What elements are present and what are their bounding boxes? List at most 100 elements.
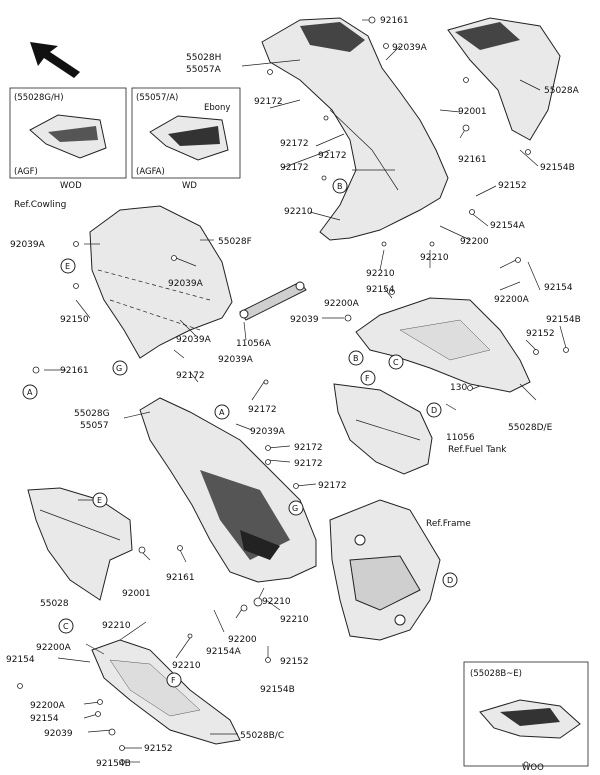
- svg-text:B: B: [353, 354, 359, 363]
- inset-mid-box: (55057/A) Ebony (AGFA) WD: [131, 87, 241, 191]
- callout-D-low: D: [442, 572, 458, 588]
- inset-mid-note2: Ebony: [204, 103, 230, 113]
- label-92154A-top: 92154A: [490, 221, 526, 231]
- inset-left-caption: WOD: [60, 181, 82, 191]
- label-92200A-b: 92200A: [494, 295, 530, 305]
- ref-fuel-tank: Ref.Fuel Tank: [448, 445, 507, 455]
- label-92210-a: 92210: [284, 207, 313, 217]
- label-55028DE: 55028D/E: [508, 423, 553, 433]
- callout-G-low: G: [288, 500, 304, 516]
- svg-text:G: G: [292, 504, 298, 513]
- callout-B-top: B: [332, 178, 348, 194]
- svg-text:G: G: [116, 364, 122, 373]
- svg-text:A: A: [219, 408, 225, 417]
- inset-bottom-caption: WOO: [522, 763, 544, 773]
- side-panel-55028G: [139, 397, 317, 583]
- upper-fairing: [261, 17, 449, 241]
- label-92001-low: 92001: [122, 589, 151, 599]
- label-92200-top: 92200: [460, 237, 489, 247]
- label-92172-b: 92172: [280, 139, 309, 149]
- label-92039A-low2: 92039A: [218, 355, 254, 365]
- inset-left-note: (AGF): [14, 167, 38, 177]
- label-92039A-top: 92039A: [392, 43, 428, 53]
- svg-text:F: F: [365, 374, 370, 383]
- callout-B-mid: B: [348, 350, 364, 366]
- callout-A-mid: A: [214, 404, 230, 420]
- inset-mid-code: (55057/A): [136, 93, 178, 103]
- label-92039A-low1: 92039A: [176, 335, 212, 345]
- callout-G: G: [112, 360, 128, 376]
- label-92001-top: 92001: [458, 107, 487, 117]
- label-92210-b: 92210: [366, 269, 395, 279]
- inset-bottom-box: (55028B~E) WOO: [463, 661, 589, 773]
- callout-E-low: F: [166, 672, 182, 688]
- label-92154B-low: 92154B: [96, 759, 131, 769]
- label-92172-c: 92172: [318, 151, 347, 161]
- label-130: 130: [450, 383, 467, 393]
- label-92210-right: 92210: [280, 615, 309, 625]
- label-92210-d: 92210: [262, 597, 291, 607]
- label-55028H: 55028H: [186, 53, 221, 63]
- label-92161-low: 92161: [166, 573, 195, 583]
- label-92172-h: 92172: [294, 459, 323, 469]
- label-92154B-top: 92154B: [540, 163, 575, 173]
- label-92172-e: 92172: [176, 371, 205, 381]
- inset-left-box: (55028G/H) (AGF) WOD: [9, 87, 127, 191]
- label-55057A: 55057A: [186, 65, 222, 75]
- label-92154-a: 92154: [366, 285, 395, 295]
- inset-mid-note: (AGFA): [136, 167, 165, 177]
- label-92172-g: 92172: [294, 443, 323, 453]
- inset-bottom-code: (55028B~E): [470, 669, 522, 679]
- svg-text:E: E: [65, 262, 70, 271]
- callout-C-low: C: [58, 618, 74, 634]
- label-11056A: 11056A: [236, 339, 272, 349]
- svg-text:F: F: [171, 676, 176, 685]
- frame-part: [329, 499, 441, 641]
- callout-C-mid: C: [388, 354, 404, 370]
- label-55028: 55028: [40, 599, 69, 609]
- inset-mid-caption: WD: [182, 181, 197, 191]
- label-92039A-mid: 92039A: [168, 279, 204, 289]
- label-92210-f: 92210: [172, 661, 201, 671]
- label-92152-r: 92152: [526, 329, 555, 339]
- svg-text:B: B: [337, 182, 343, 191]
- svg-text:E: E: [97, 496, 102, 505]
- callout-D-mid: D: [426, 402, 442, 418]
- label-55028BC: 55028B/C: [240, 731, 284, 741]
- label-55028G: 55028G: [74, 409, 110, 419]
- label-92154B-lowr: 92154B: [260, 685, 295, 695]
- inset-left-code: (55028G/H): [14, 93, 64, 103]
- label-92161-top: 92161: [380, 16, 409, 26]
- callout-A-left: A: [22, 384, 38, 400]
- label-55028A: 55028A: [544, 86, 580, 96]
- label-92039A-left: 92039A: [10, 240, 46, 250]
- svg-text:C: C: [393, 358, 399, 367]
- bracket-11056A: [239, 281, 307, 321]
- label-92161-mid: 92161: [458, 155, 487, 165]
- fuel-tank-part: [333, 383, 433, 475]
- svg-text:C: C: [63, 622, 69, 631]
- label-92200A-low: 92200A: [36, 643, 72, 653]
- label-92039-low: 92039: [44, 729, 73, 739]
- callout-F-low: E: [92, 492, 108, 508]
- label-92152-low: 92152: [144, 744, 173, 754]
- label-92200-low: 92200: [228, 635, 257, 645]
- lower-panel-55028: [27, 487, 133, 601]
- fasteners: [17, 16, 569, 767]
- label-92039: 92039: [290, 315, 319, 325]
- label-92172-d: 92172: [280, 163, 309, 173]
- svg-text:D: D: [447, 576, 453, 585]
- side-cover-55028DE: [355, 297, 531, 393]
- callout-markers: B E G A B C F D A E G D C F: [22, 178, 458, 688]
- label-55057: 55057: [80, 421, 109, 431]
- label-92172-f: 92172: [248, 405, 277, 415]
- label-92200A-a: 92200A: [324, 299, 360, 309]
- label-92150: 92150: [60, 315, 89, 325]
- side-wing-55028A: [447, 17, 561, 141]
- label-92039A-mid2: 92039A: [250, 427, 286, 437]
- label-92172-i: 92172: [318, 481, 347, 491]
- label-92154-low2: 92154: [30, 714, 59, 724]
- ref-cowling: Ref.Cowling: [14, 200, 66, 210]
- label-92152-top: 92152: [498, 181, 527, 191]
